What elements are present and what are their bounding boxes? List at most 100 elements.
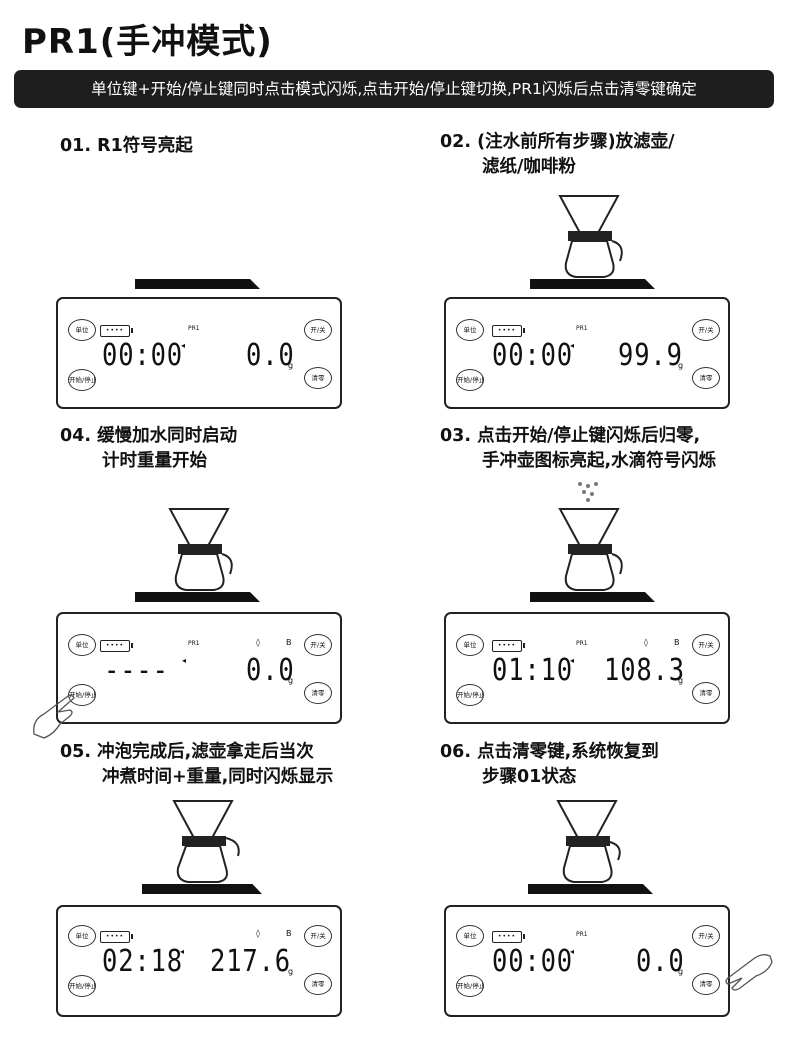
tare-button[interactable]: 清零 <box>304 973 332 995</box>
timer-readout: 02:18 <box>102 944 184 979</box>
start-stop-button[interactable]: 开始/停止 <box>68 369 96 391</box>
step-06-caption: 06. 点击清零键,系统恢复到 步骤01状态 <box>440 740 659 790</box>
power-button[interactable]: 开/关 <box>692 319 720 341</box>
mode-label: PR1 <box>188 640 200 647</box>
scale-platform <box>135 279 260 289</box>
kettle-icon: ◂ <box>570 341 575 350</box>
gram-unit: g <box>288 967 294 976</box>
hand-pointer-icon <box>33 694 75 739</box>
tare-button[interactable]: 清零 <box>304 367 332 389</box>
step-text: R1符号亮起 <box>97 136 193 156</box>
step-text: 缓慢加水同时启动 <box>97 426 238 446</box>
step-text-line2: 冲煮时间+重量,同时闪烁显示 <box>102 767 334 787</box>
unit-button[interactable]: 单位 <box>68 634 96 656</box>
step-number: 01. <box>60 136 92 156</box>
power-button[interactable]: 开/关 <box>304 925 332 947</box>
gram-unit: g <box>288 361 294 370</box>
tare-button[interactable]: 清零 <box>692 367 720 389</box>
gram-unit: g <box>288 676 294 685</box>
power-button[interactable]: 开/关 <box>692 925 720 947</box>
dripper-kettle-illustration <box>558 508 623 591</box>
timer-readout: 00:00 <box>102 338 184 373</box>
unit-button[interactable]: 单位 <box>68 319 96 341</box>
page-title: PR1(手冲模式) <box>22 22 273 62</box>
step-text: 点击开始/停止键闪烁后归零, <box>477 426 701 446</box>
step-text: (注水前所有步骤)放滤壶/ <box>477 132 675 152</box>
power-button[interactable]: 开/关 <box>304 634 332 656</box>
battery-icon: •••• <box>492 640 525 652</box>
weight-readout: 0.0 <box>246 653 295 688</box>
tare-button[interactable]: 清零 <box>304 682 332 704</box>
scale-platform <box>530 279 655 289</box>
dripper-kettle-illustration <box>556 800 621 883</box>
scale-platform <box>528 884 653 894</box>
step-01-caption: 01. R1符号亮起 <box>60 134 193 159</box>
step-number: 02. <box>440 132 472 152</box>
water-drop-icon: ◊ <box>256 929 260 938</box>
step-05-caption: 05. 冲泡完成后,滤壶拿走后当次 冲煮时间+重量,同时闪烁显示 <box>60 740 333 790</box>
step-02-caption: 02. (注水前所有步骤)放滤壶/ 滤纸/咖啡粉 <box>440 130 675 180</box>
tare-button[interactable]: 清零 <box>692 973 720 995</box>
timer-readout: 00:00 <box>492 338 574 373</box>
battery-icon: •••• <box>100 325 133 337</box>
mode-label: PR1 <box>576 640 588 647</box>
step-text-line2: 步骤01状态 <box>482 767 577 787</box>
weight-readout: 0.0 <box>246 338 295 373</box>
scale-display-02: 单位 开始/停止 开/关 清零 •••• PR1 00:00 ◂ 99.9 g <box>444 297 730 409</box>
timer-readout: 00:00 <box>492 944 574 979</box>
weight-readout: 108.3 <box>604 653 686 688</box>
timer-readout: ---- <box>104 653 169 688</box>
scale-display-01: 单位 开始/停止 开/关 清零 •••• PR1 00:00 ◂ 0.0 g <box>56 297 342 409</box>
weight-readout: 99.9 <box>618 338 683 373</box>
step-text-line2: 滤纸/咖啡粉 <box>482 157 576 177</box>
scale-platform <box>142 884 262 894</box>
dripper-kettle-illustration <box>172 800 240 883</box>
scale-display-04: 单位 开始/停止 开/关 清零 •••• PR1 ◊ B ---- ◂ 0.0 … <box>56 612 342 724</box>
tare-button[interactable]: 清零 <box>692 682 720 704</box>
scale-display-03: 单位 开始/停止 开/关 清零 •••• PR1 ◊ B 01:10 ◂ 108… <box>444 612 730 724</box>
power-button[interactable]: 开/关 <box>692 634 720 656</box>
unit-button[interactable]: 单位 <box>68 925 96 947</box>
start-stop-button[interactable]: 开始/停止 <box>68 684 96 706</box>
mode-label: PR1 <box>188 325 200 332</box>
step-04-caption: 04. 缓慢加水同时启动 计时重量开始 <box>60 424 237 474</box>
scale-display-06: 单位 开始/停止 开/关 清零 •••• PR1 00:00 ◂ 0.0 g <box>444 905 730 1017</box>
unit-button[interactable]: 单位 <box>456 925 484 947</box>
start-stop-button[interactable]: 开始/停止 <box>68 975 96 997</box>
scale-platform <box>135 592 260 602</box>
step-text-line2: 计时重量开始 <box>102 451 207 471</box>
step-number: 06. <box>440 742 472 762</box>
kettle-icon: ◂ <box>181 341 186 350</box>
mode-label: PR1 <box>576 931 588 938</box>
battery-icon: •••• <box>492 325 525 337</box>
kettle-icon: ◂ <box>182 656 187 665</box>
start-stop-button[interactable]: 开始/停止 <box>456 975 484 997</box>
step-number: 03. <box>440 426 472 446</box>
hand-pointer-icon <box>725 954 773 991</box>
gram-unit: g <box>678 967 684 976</box>
gram-unit: g <box>678 361 684 370</box>
step-number: 05. <box>60 742 92 762</box>
battery-icon: •••• <box>492 931 525 943</box>
start-stop-button[interactable]: 开始/停止 <box>456 684 484 706</box>
step-03-caption: 03. 点击开始/停止键闪烁后归零, 手冲壶图标亮起,水滴符号闪烁 <box>440 424 716 474</box>
gram-unit: g <box>678 676 684 685</box>
kettle-small-icon: B <box>286 638 292 647</box>
start-stop-button[interactable]: 开始/停止 <box>456 369 484 391</box>
battery-icon: •••• <box>100 640 133 652</box>
scale-display-05: 单位 开始/停止 开/关 清零 •••• ◊ B 02:18 ◂ 217.6 g <box>56 905 342 1017</box>
dripper-kettle-illustration <box>558 195 623 278</box>
unit-button[interactable]: 单位 <box>456 319 484 341</box>
water-drop-icon: ◊ <box>256 638 260 647</box>
step-text: 冲泡完成后,滤壶拿走后当次 <box>97 742 314 762</box>
water-drop-icon: ◊ <box>644 638 648 647</box>
power-button[interactable]: 开/关 <box>304 319 332 341</box>
kettle-icon: ◂ <box>570 947 575 956</box>
kettle-small-icon: B <box>674 638 680 647</box>
weight-readout: 217.6 <box>210 944 292 979</box>
step-number: 04. <box>60 426 92 446</box>
step-text-line2: 手冲壶图标亮起,水滴符号闪烁 <box>482 451 717 471</box>
water-stream-icon <box>578 482 598 502</box>
unit-button[interactable]: 单位 <box>456 634 484 656</box>
step-text: 点击清零键,系统恢复到 <box>477 742 659 762</box>
